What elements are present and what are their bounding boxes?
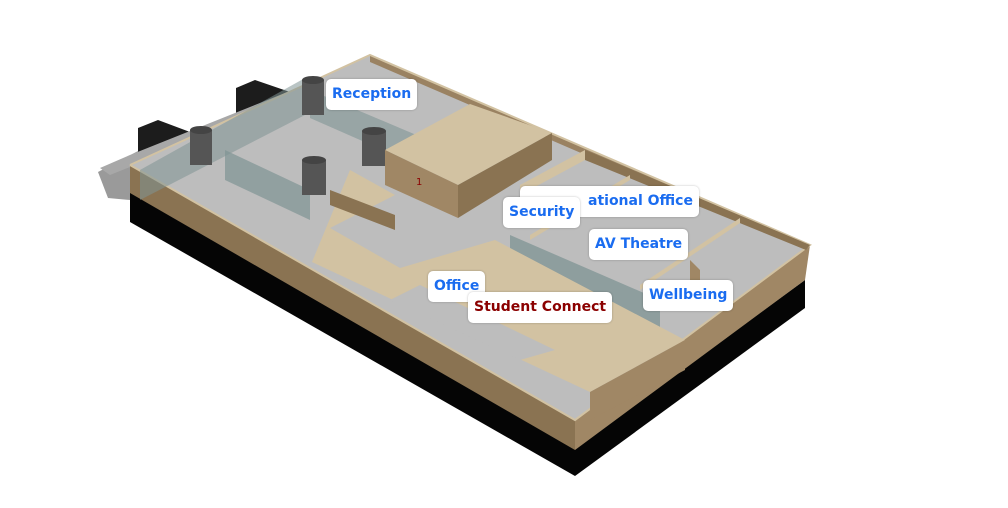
room-1-block-side [458, 133, 552, 218]
front-block-top [312, 170, 685, 392]
room-wall [520, 150, 585, 195]
glass-wall [510, 235, 660, 330]
room-1-block-top [385, 104, 552, 185]
label-reception[interactable]: Reception [326, 79, 418, 110]
outer-wall-front-left [130, 165, 575, 450]
glass-wall [140, 78, 305, 200]
label-security[interactable]: Security [503, 197, 581, 228]
label-student-connect[interactable]: Student Connect [468, 292, 613, 323]
front-block-side [590, 340, 685, 420]
front-block-side [330, 190, 395, 230]
room-number: 1 [416, 177, 423, 188]
pillar [302, 76, 324, 115]
room-wall [640, 218, 740, 290]
pillar [302, 156, 326, 195]
label-av-theatre[interactable]: AV Theatre [589, 229, 689, 260]
outer-wall-front-right [575, 245, 810, 450]
pillar [190, 126, 212, 165]
pillar [362, 127, 386, 166]
label-wellbeing[interactable]: Wellbeing [643, 280, 734, 311]
room-1-block-side [385, 150, 458, 218]
building-base-left [130, 190, 575, 476]
building-base-right [575, 280, 805, 476]
glass-wall [225, 150, 310, 220]
